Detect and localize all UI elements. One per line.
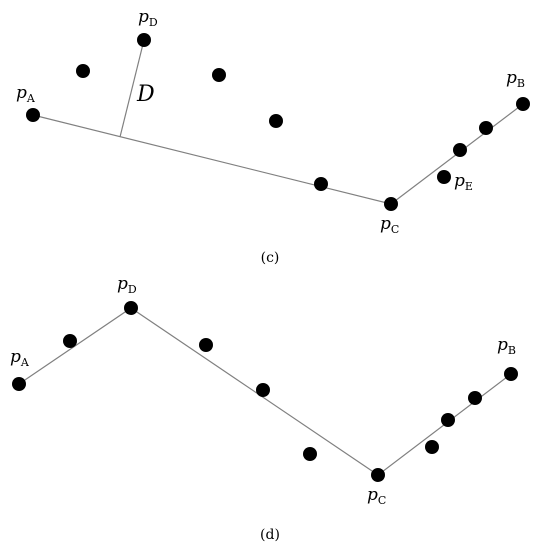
label-pc: pC bbox=[367, 485, 386, 507]
caption-c: (c) bbox=[261, 250, 280, 266]
point bbox=[63, 334, 77, 348]
point-pb bbox=[504, 367, 518, 381]
label-pb: pB bbox=[497, 335, 516, 357]
point bbox=[269, 114, 283, 128]
point-pa bbox=[12, 377, 26, 391]
point-pc bbox=[371, 468, 385, 482]
label-pa: pA bbox=[10, 347, 30, 369]
panel-d: pA pD pC pB (d) bbox=[10, 274, 518, 543]
point bbox=[441, 413, 455, 427]
point bbox=[425, 440, 439, 454]
label-pc: pC bbox=[380, 214, 399, 236]
point bbox=[256, 383, 270, 397]
point-pd bbox=[124, 301, 138, 315]
point-pd bbox=[137, 33, 151, 47]
caption-d: (d) bbox=[260, 527, 280, 543]
point bbox=[453, 143, 467, 157]
point bbox=[468, 391, 482, 405]
label-d: D bbox=[136, 82, 155, 107]
point bbox=[76, 64, 90, 78]
label-pd: pD bbox=[138, 7, 158, 29]
point bbox=[199, 338, 213, 352]
label-pe: pE bbox=[454, 171, 473, 193]
point-pa bbox=[26, 108, 40, 122]
point bbox=[479, 121, 493, 135]
point bbox=[212, 68, 226, 82]
point bbox=[303, 447, 317, 461]
point bbox=[314, 177, 328, 191]
point-pb bbox=[516, 97, 530, 111]
point-pe bbox=[437, 170, 451, 184]
label-pd: pD bbox=[117, 274, 137, 296]
segment-pa-pc bbox=[32, 114, 392, 205]
point-pc bbox=[384, 197, 398, 211]
label-pa: pA bbox=[16, 83, 36, 105]
panel-c: pA pD D pC pE pB (c) bbox=[16, 7, 530, 266]
label-pb: pB bbox=[506, 68, 525, 90]
distance-line-d bbox=[119, 39, 145, 138]
